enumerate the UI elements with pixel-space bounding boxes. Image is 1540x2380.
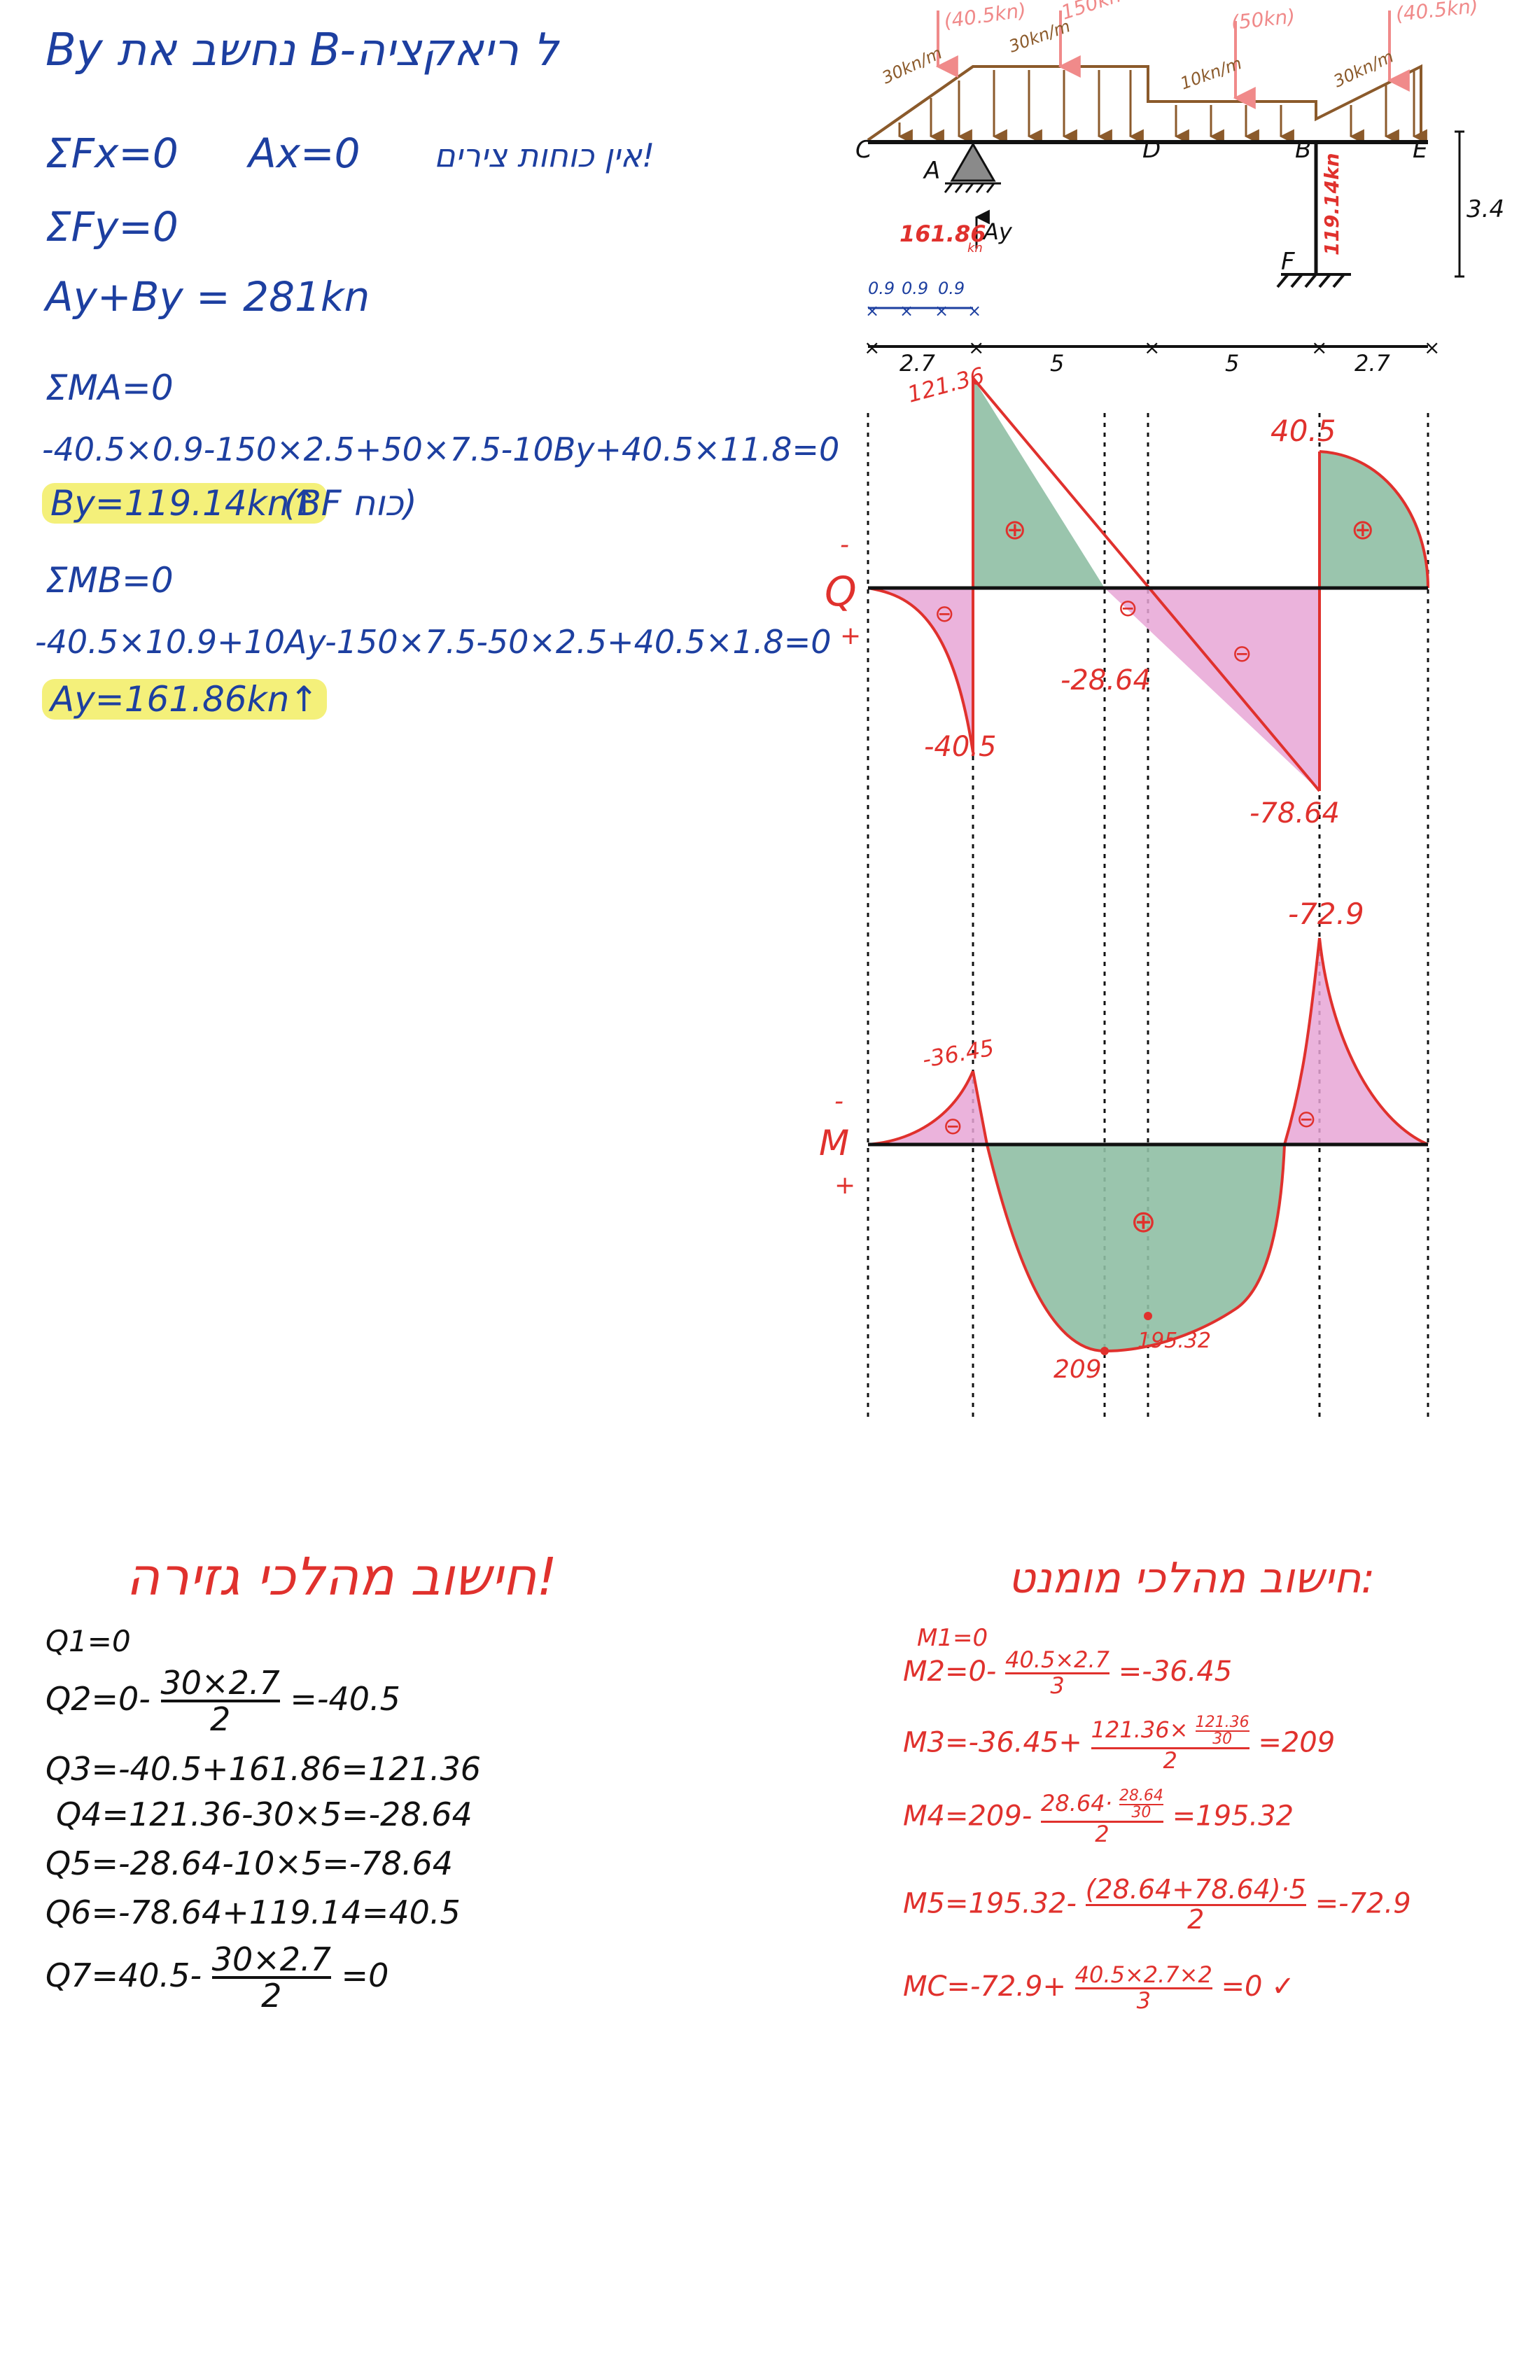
dim-3: 5 [1225,350,1239,377]
moment-calc-m2: M2=0- 40.5×2.7 3 =-36.45 [903,1646,1233,1699]
svg-text:×: × [968,336,984,359]
node-b: B [1295,136,1311,164]
by-result: By=119.14kn↑ [42,483,328,524]
shear-calc-q7: Q7=40.5- 30×2.7 2 =0 [46,1940,389,2015]
moment-calc-m3: M3=-36.45+ 121.36× 121.36 30 2 =209 [903,1714,1336,1774]
node-d: D [1142,136,1161,164]
shear-calc-q3: Q3=-40.5+161.86=121.36 [46,1750,482,1788]
sub-dim-2: 0.9 [902,279,928,298]
ay-unit: kn [967,241,983,255]
moment-sign-1: ⊖ [943,1112,963,1140]
svg-text:×: × [865,301,879,321]
ay-value: 161.86 [899,220,986,247]
moment-calc-m4: M4=209- 28.64· 28.64 30 2 =195.32 [903,1787,1294,1847]
moment-m-max: 209 [1054,1355,1102,1384]
shear-diagram [867,377,1429,792]
checkmark-icon: ✓ [1271,1970,1295,2003]
svg-text:×: × [934,301,948,321]
moment-sign-3: ⊖ [1296,1105,1317,1133]
moment-axis-label: M [819,1123,849,1163]
sum-fy: ΣFy=0 [46,203,178,251]
moment-calc-m6: MC=-72.9+ 40.5×2.7×2 3 =0 ✓ [903,1961,1295,2014]
moment-calc-title: חישוב מהלכי מומנט: [1008,1554,1376,1603]
dim-2: 5 [1050,350,1064,377]
load-label-p1: (40.5kn) [942,0,1028,33]
structure-and-diagrams: (40.5kn) 150kn (50kn) (40.5kn) 30kn/m 30… [819,0,1504,1421]
moment-axis-minus: - [834,1087,844,1116]
shear-v-d: -28.64 [1060,664,1151,696]
shear-calc-q2: Q2=0- 30×2.7 2 =-40.5 [46,1664,400,1739]
fixed-support-f [1276,273,1351,288]
shear-sign-5: ⊕ [1351,514,1375,546]
svg-text:×: × [1424,336,1440,359]
shear-axis-minus: - [840,531,849,559]
ax-result: Ax=0 [248,130,360,177]
load-label-q1: 30kn/m [879,43,945,88]
moment-eq-a: -40.5×0.9-150×2.5+50×7.5-10By+40.5×11.8=… [42,430,840,468]
ay-label: Ay [982,218,1013,245]
node-c: C [855,136,872,164]
node-e: E [1413,136,1428,164]
svg-text:×: × [967,301,981,321]
dim-1: 2.7 [899,350,936,377]
reaction-title: By נחשב את B-ל ריאקציה [46,24,559,76]
ay-by-sum: Ay+By = 281kn [46,273,370,321]
load-arrows [897,70,1427,144]
sub-dim-3: 0.9 [938,279,965,298]
shear-sign-4: ⊖ [1232,640,1252,668]
sum-fx: ΣFx=0 [46,130,178,177]
shear-calc-q6: Q6=-78.64+119.14=40.5 [46,1893,461,1931]
shear-axis-plus: + [840,622,861,650]
pin-support-a [944,141,1001,193]
shear-sign-1: ⊖ [934,600,955,628]
sum-ma: ΣMA=0 [46,368,174,408]
dim-4: 2.7 [1354,350,1391,377]
sum-mb: ΣMB=0 [46,560,174,601]
shear-axis-label: Q [825,568,857,615]
sub-dim-1: 0.9 [868,279,895,298]
shear-v-a-bot: -40.5 [924,731,997,763]
moment-calc-m5: M5=195.32- (28.64+78.64)·5 2 =-72.9 [903,1874,1411,1935]
moment-sign-2: ⊕ [1130,1204,1156,1240]
by-column-value: 119.14kn [1320,153,1343,255]
moment-eq-b: -40.5×10.9+10Ay-150×7.5-50×2.5+40.5×1.8=… [35,623,832,661]
load-label-p4: (40.5kn) [1394,0,1479,26]
shear-v-b: -78.64 [1250,797,1340,830]
shear-calc-q5: Q5=-28.64-10×5=-78.64 [46,1844,454,1882]
moment-m-b: -72.9 [1288,897,1364,931]
svg-text:×: × [1144,336,1160,359]
moment-m-d: 195.32 [1138,1329,1211,1353]
svg-text:×: × [1311,336,1327,359]
moment-diagram [867,937,1429,1355]
shear-sign-3: ⊖ [1118,594,1138,622]
shear-v-e: 40.5 [1270,414,1336,448]
shear-sign-2: ⊕ [1003,514,1027,546]
height-label: 3.4 [1466,195,1504,223]
by-note: (BF כוח) [284,483,417,524]
moment-m-a: -36.45 [920,1035,996,1073]
node-f: F [1281,248,1295,276]
node-a: A [923,157,940,185]
shear-calc-q1: Q1=0 [46,1624,131,1658]
ay-result: Ay=161.86kn↑ [42,679,328,720]
load-label-p3: (50kn) [1230,5,1296,34]
load-label-p2: 150kn [1058,0,1124,24]
svg-text:×: × [864,336,880,359]
svg-text:×: × [899,301,913,321]
shear-calc-title: חישוב מהלכי גזירה! [126,1547,558,1607]
point-loads [935,10,1410,109]
shear-calc-q4: Q4=121.36-30×5=-28.64 [56,1795,472,1833]
moment-calc-m1: M1=0 [917,1624,988,1652]
moment-axis-plus: + [834,1171,855,1200]
no-axial-note: אין כוחות צירים! [434,136,655,174]
